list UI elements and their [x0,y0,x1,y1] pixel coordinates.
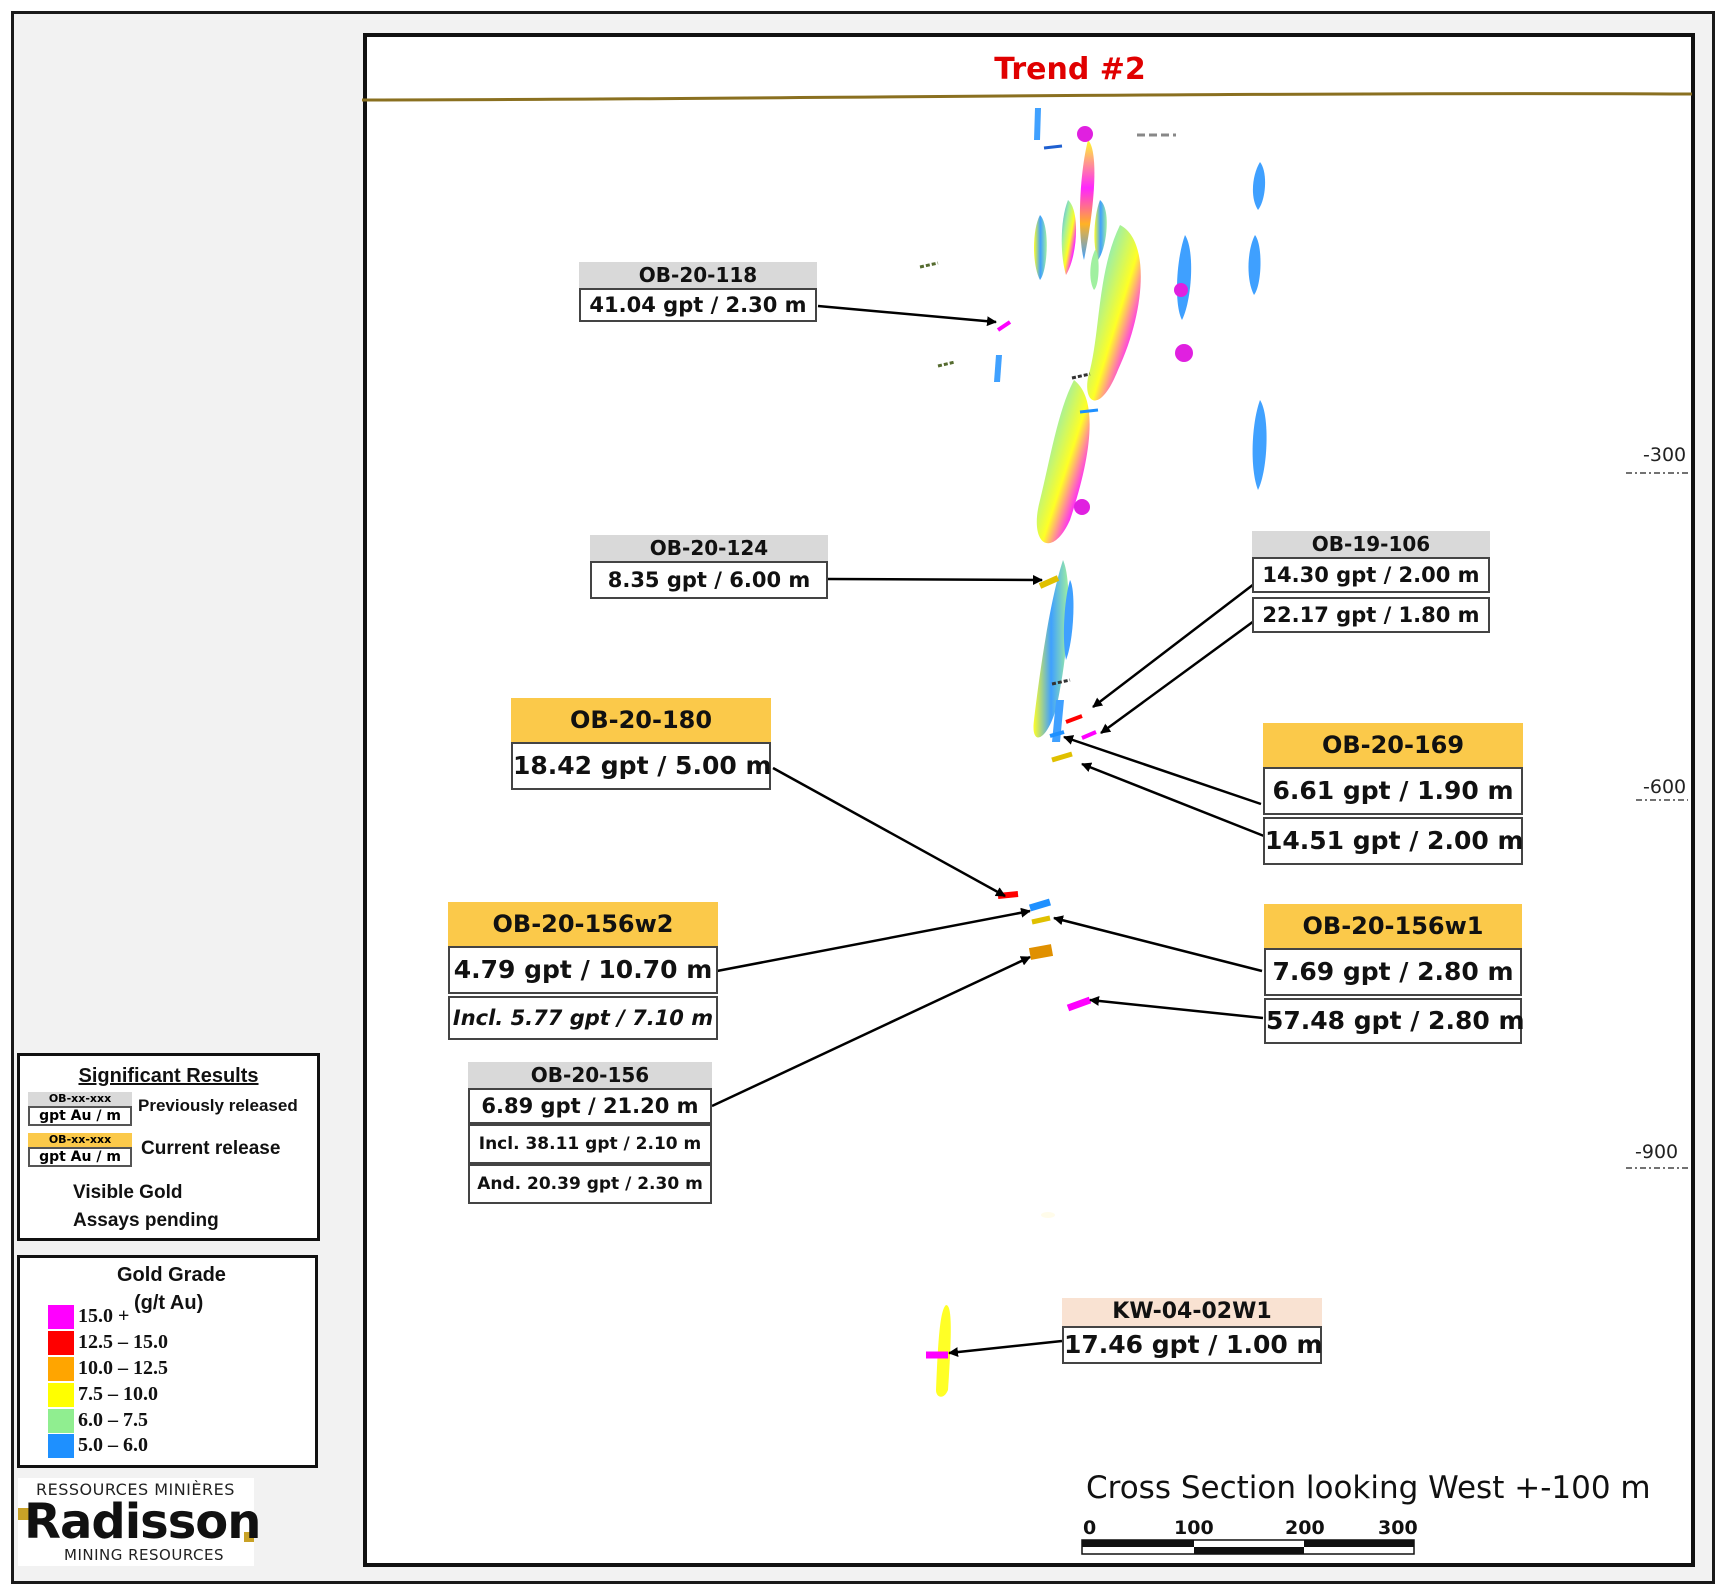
hole-id: OB-20-169 [1263,723,1523,767]
ore-envelopes [936,108,1267,1397]
legend-previously-released: Previously released [138,1096,298,1115]
legend-assays-pending: Assays pending [73,1210,219,1231]
scale-label-200: 200 [1285,1517,1325,1539]
intercept-value: 14.30 gpt / 2.00 m [1252,557,1490,593]
hole-id: OB-20-124 [590,535,828,561]
logo-square-icon [18,1508,30,1520]
grade-label: 5.0 – 6.0 [78,1434,148,1456]
logo-top-text: RESSOURCES MINIÈRES [36,1480,235,1499]
grade-swatch-red [48,1331,74,1355]
legend-sample-previous: OB-xx-xxx gpt Au / m [28,1092,132,1126]
section-caption: Cross Section looking West +-100 m [1086,1470,1651,1506]
section-title: Trend #2 [994,52,1146,87]
intercept-including: Incl. 5.77 gpt / 7.10 m [448,996,718,1040]
results-legend: Significant Results [17,1053,320,1241]
intercepts [919,133,1176,1359]
drill-tag-ob-20-124: OB-20-124 8.35 gpt / 6.00 m [590,535,828,599]
gold-spheres [1074,126,1193,515]
legend-current-release: Current release [141,1138,281,1159]
drill-tag-ob-20-156w2: OB-20-156w2 4.79 gpt / 10.70 m Incl. 5.7… [448,902,718,1040]
drill-tag-ob-20-118: OB-20-118 41.04 gpt / 2.30 m [579,262,817,322]
hole-id: OB-20-156 [468,1062,712,1088]
intercept-including: Incl. 38.11 gpt / 2.10 m [468,1124,712,1164]
hole-id: OB-20-156w2 [448,902,718,946]
legend-visible-gold: Visible Gold [73,1182,183,1203]
depth-label-900: -900 [1635,1141,1679,1163]
hole-id: OB-19-106 [1252,531,1490,557]
grade-label: 12.5 – 15.0 [78,1331,168,1353]
intercept-value: 7.69 gpt / 2.80 m [1264,948,1522,996]
company-logo: RESSOURCES MINIÈRES Radisson MINING RESO… [18,1478,261,1566]
grade-swatch-yellow [48,1383,74,1407]
legend-sample-hole: OB-xx-xxx [28,1092,132,1106]
drill-tag-kw-04-02w1: KW-04-02W1 17.46 gpt / 1.00 m [1062,1298,1323,1364]
depth-label-600: -600 [1643,776,1687,798]
drill-tag-ob-20-169: OB-20-169 6.61 gpt / 1.90 m 14.51 gpt / … [1263,723,1524,865]
intercept-value: 17.46 gpt / 1.00 m [1062,1326,1323,1364]
grade-swatch-blue [48,1434,74,1458]
scale-label-0: 0 [1083,1517,1097,1539]
intercept-value: 14.51 gpt / 2.00 m [1263,817,1524,865]
scale-label-100: 100 [1174,1517,1214,1539]
scale-bar [1081,1539,1415,1555]
legend-sample-current: OB-xx-xxx gpt Au / m [28,1133,132,1167]
intercept-value: 6.61 gpt / 1.90 m [1263,767,1523,815]
depth-label-300: -300 [1643,444,1687,466]
intercept-value: 22.17 gpt / 1.80 m [1252,597,1490,633]
drill-tag-ob-20-156w1: OB-20-156w1 7.69 gpt / 2.80 m 57.48 gpt … [1264,904,1525,1044]
hole-id: OB-20-156w1 [1264,904,1522,948]
grade-swatch-green [48,1409,74,1433]
intercept-and: And. 20.39 gpt / 2.30 m [468,1164,712,1204]
drill-tag-ob-19-106: OB-19-106 14.30 gpt / 2.00 m 22.17 gpt /… [1252,531,1490,633]
drill-tag-ob-20-180: OB-20-180 18.42 gpt / 5.00 m [511,698,772,790]
drill-tag-ob-20-156: OB-20-156 6.89 gpt / 21.20 m Incl. 38.11… [468,1062,712,1204]
hole-id: OB-20-118 [579,262,817,288]
intercept-value: 18.42 gpt / 5.00 m [511,742,772,790]
intercept-value: 4.79 gpt / 10.70 m [448,946,718,994]
intercept-value: 57.48 gpt / 2.80 m [1264,998,1525,1044]
legend-title: Significant Results [78,1065,259,1087]
callout-arrows [711,304,1265,1358]
grade-swatch-magenta [48,1305,74,1329]
legend-sample-hole: OB-xx-xxx [28,1133,132,1147]
logo-name: Radisson [24,1494,261,1550]
hole-id: KW-04-02W1 [1062,1298,1322,1326]
grade-label: 10.0 – 12.5 [78,1357,168,1379]
grade-label: 7.5 – 10.0 [78,1383,158,1405]
intercept-value: 8.35 gpt / 6.00 m [590,561,828,599]
grade-legend-title: Gold Grade [117,1264,226,1286]
grade-swatch-orange [48,1357,74,1381]
grade-legend: Gold Grade (g/t Au) 15.0 + 12.5 – 15.0 1… [17,1255,318,1468]
hole-id: OB-20-180 [511,698,771,742]
intercept-value: 6.89 gpt / 21.20 m [468,1088,712,1124]
legend-sample-value: gpt Au / m [28,1147,132,1167]
intercept-value: 41.04 gpt / 2.30 m [579,288,817,322]
grade-label: 15.0 + [78,1305,130,1327]
grade-label: 6.0 – 7.5 [78,1409,148,1431]
logo-square-icon [244,1532,254,1542]
legend-sample-value: gpt Au / m [28,1106,132,1126]
logo-bottom-text: MINING RESOURCES [64,1546,224,1564]
scale-label-300: 300 [1378,1517,1418,1539]
surface-line [361,92,1693,102]
grade-legend-unit: (g/t Au) [134,1292,204,1314]
